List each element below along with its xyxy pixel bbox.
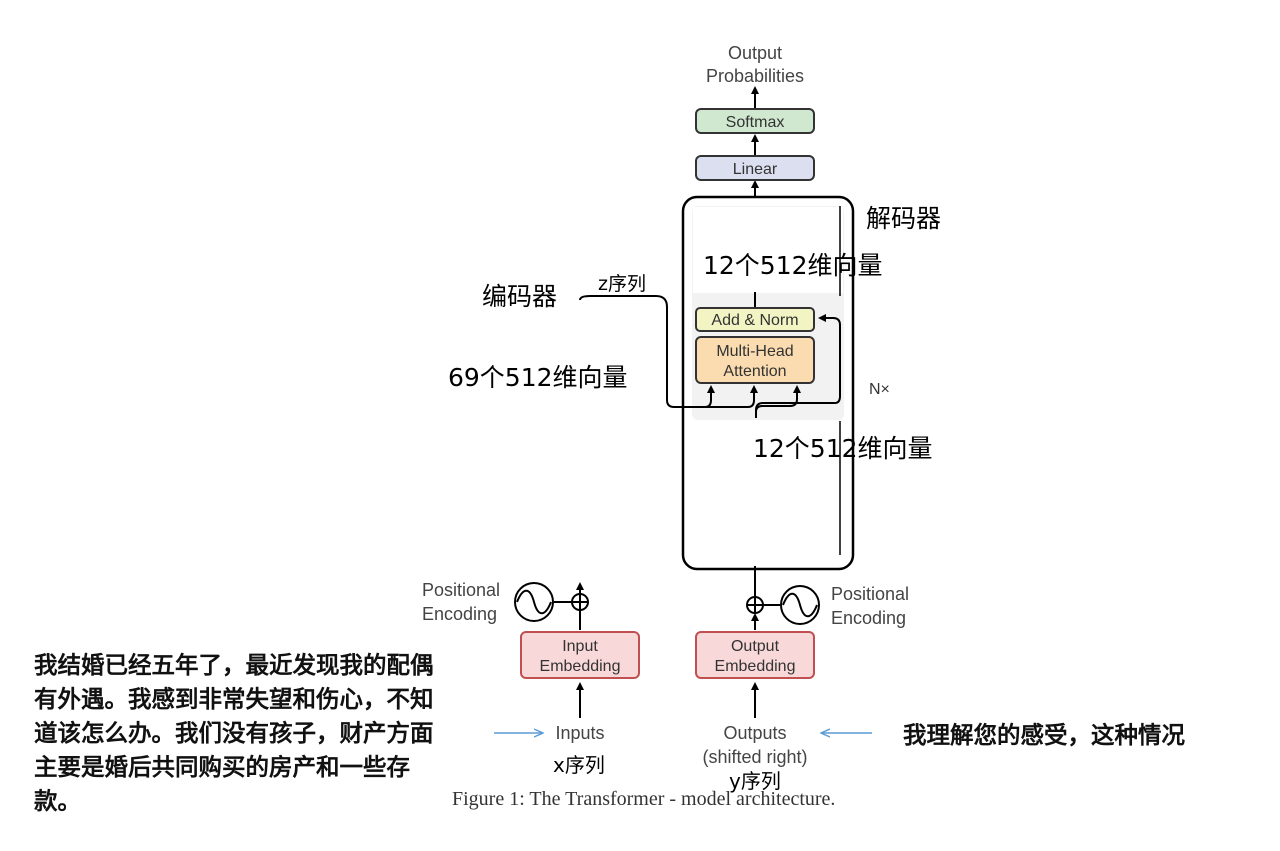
decoder-query-arrow bbox=[755, 385, 801, 418]
encoder-annotation: 编码器 bbox=[482, 282, 557, 311]
figure-caption: Figure 1: The Transformer - model archit… bbox=[452, 788, 836, 810]
vector-count-top-annotation: 12个512维向量 bbox=[703, 251, 883, 280]
masked-region-top bbox=[693, 207, 843, 293]
multi-head-attention-block bbox=[695, 336, 815, 384]
output-embedding-block bbox=[695, 631, 815, 679]
positional-encoding-right-1: Positional bbox=[831, 584, 909, 604]
positional-encoding-left-2: Encoding bbox=[422, 604, 497, 624]
positional-encoding-left-1: Positional bbox=[422, 580, 500, 600]
inputs-label: Inputs bbox=[555, 723, 604, 743]
reply-text: 我理解您的感受，这种情况 bbox=[903, 721, 1185, 749]
z-sequence-annotation: z序列 bbox=[598, 273, 646, 295]
add-norm-label: Add & Norm bbox=[711, 312, 798, 329]
question-paragraph: 我结婚已经五年了，最近发现我的配偶有外遇。我感到非常失望和伤心，不知道该怎么办。… bbox=[34, 651, 434, 815]
y-sequence-annotation: y序列 bbox=[729, 769, 781, 793]
vector-count-69-annotation: 69个512维向量 bbox=[448, 363, 628, 392]
output-probabilities-label-2: Probabilities bbox=[706, 66, 804, 86]
outputs-label-1: Outputs bbox=[723, 723, 786, 743]
sine-wave-right-path bbox=[782, 592, 818, 618]
softmax-label: Softmax bbox=[726, 114, 785, 131]
attention-label-1: Multi-Head bbox=[716, 343, 793, 360]
attention-label-2: Attention bbox=[723, 363, 786, 380]
sine-wave-left-path bbox=[516, 589, 552, 615]
output-embedding-label-1: Output bbox=[731, 638, 780, 655]
residual-arrow-into-add-norm bbox=[755, 314, 841, 417]
encoder-output-arrow-v bbox=[700, 385, 758, 408]
x-sequence-annotation: x序列 bbox=[553, 753, 605, 777]
decoder-annotation: 解码器 bbox=[866, 204, 941, 233]
masked-region-bottom bbox=[693, 421, 843, 557]
linear-block bbox=[695, 155, 815, 181]
vector-count-bottom-annotation: 12个512维向量 bbox=[753, 434, 933, 463]
outputs-label-2: (shifted right) bbox=[702, 747, 807, 767]
positional-encoding-right-2: Encoding bbox=[831, 608, 906, 628]
linear-label: Linear bbox=[733, 161, 778, 178]
nx-label: N× bbox=[869, 381, 890, 398]
input-embedding-label-1: Input bbox=[562, 638, 598, 655]
softmax-block bbox=[695, 108, 815, 134]
output-embedding-label-2: Embedding bbox=[715, 658, 796, 675]
input-embedding-label-2: Embedding bbox=[540, 658, 621, 675]
input-embedding-block bbox=[520, 631, 640, 679]
output-probabilities-label-1: Output bbox=[728, 43, 782, 63]
add-norm-block bbox=[695, 307, 815, 332]
